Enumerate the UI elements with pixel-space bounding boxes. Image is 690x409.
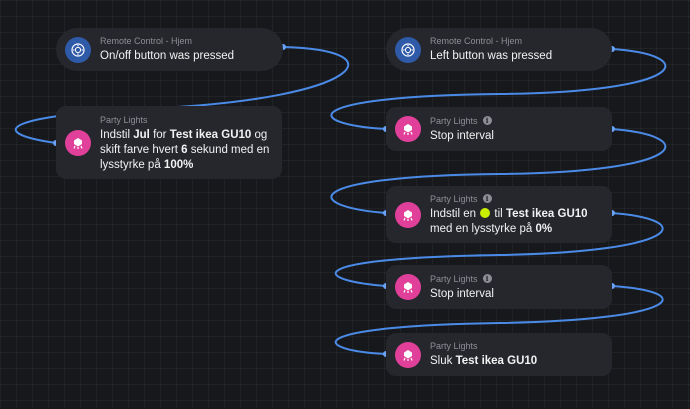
- card-title: Stop interval: [430, 287, 494, 300]
- card-app-name: Remote Control - Hjem: [100, 36, 193, 46]
- info-icon[interactable]: i: [482, 194, 492, 203]
- card-app-name: Party Lights: [430, 273, 478, 284]
- left-action-card[interactable]: Party Lights Indstil Jul for Test ikea G…: [56, 106, 282, 179]
- card-app-name: Party Lights: [430, 341, 478, 351]
- info-icon[interactable]: i: [482, 274, 492, 283]
- card-title: Indstil Jul for Test ikea GU10 og skift …: [100, 129, 270, 171]
- party-lights-icon: [395, 116, 421, 142]
- card-title: Indstil en til Test ikea GU10 med en lys…: [430, 207, 588, 235]
- card-app-name: Party Lights: [100, 115, 148, 125]
- color-swatch: [480, 207, 491, 218]
- card-title: Left button was pressed: [430, 50, 553, 62]
- card-title: Stop interval: [430, 129, 494, 142]
- remote-control-icon: [65, 36, 91, 63]
- right-action-card-1[interactable]: Party Lights i Stop interval: [386, 107, 612, 151]
- card-app-name: Party Lights: [430, 115, 478, 126]
- right-action-card-3[interactable]: Party Lights i Stop interval: [386, 265, 612, 309]
- left-trigger-card[interactable]: Remote Control - Hjem On/off button was …: [56, 28, 283, 71]
- party-lights-icon: [395, 274, 421, 300]
- card-title: Sluk Test ikea GU10: [430, 355, 538, 367]
- right-trigger-card[interactable]: Remote Control - Hjem Left button was pr…: [386, 28, 612, 71]
- party-lights-icon: [395, 201, 421, 228]
- remote-control-icon: [395, 36, 421, 63]
- party-lights-icon: [65, 130, 91, 156]
- card-app-name: Party Lights: [430, 193, 478, 204]
- right-action-card-4[interactable]: Party Lights Sluk Test ikea GU10: [386, 333, 612, 376]
- card-app-name: Remote Control - Hjem: [430, 36, 523, 46]
- party-lights-icon: [395, 341, 421, 368]
- card-title: On/off button was pressed: [100, 50, 235, 62]
- right-action-card-2[interactable]: Party Lights i Indstil en til Test ikea G…: [386, 186, 612, 243]
- info-icon[interactable]: i: [482, 116, 492, 125]
